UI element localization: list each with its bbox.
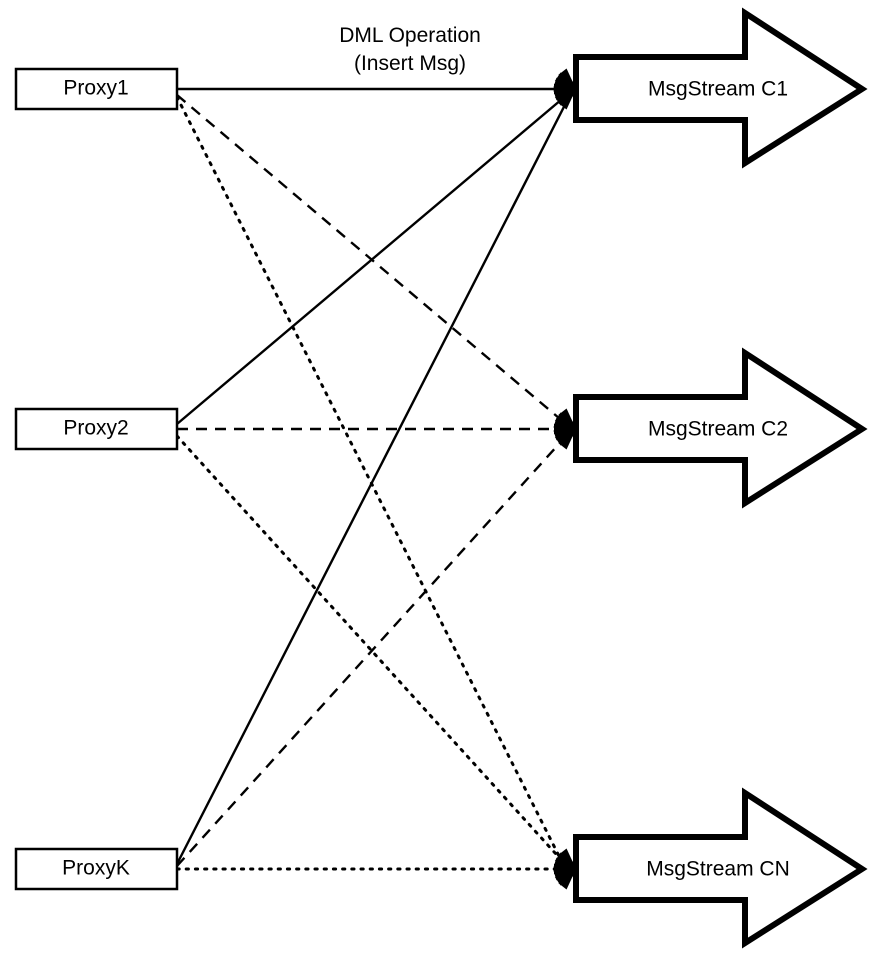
link-proxyK-to-c1 [175, 94, 572, 865]
msgstream-label-c2: MsgStream C2 [648, 418, 788, 441]
arrowhead-core [562, 421, 578, 437]
link-proxy2-to-c1 [176, 93, 569, 425]
proxy-label-proxy2: Proxy2 [63, 417, 128, 440]
edge-caption-line-1: DML Operation [339, 24, 481, 47]
proxy-node-proxyK[interactable]: ProxyK [14, 847, 179, 891]
edge-caption-line-2: (Insert Msg) [354, 52, 466, 75]
msgstream-label-cn: MsgStream CN [646, 858, 790, 881]
arrowhead-core [562, 861, 578, 877]
proxy-box-proxyK [14, 847, 179, 891]
proxy-label-proxyK: ProxyK [62, 857, 130, 880]
arrowheads-layer [553, 68, 578, 890]
msgstream-arrow-shape-c2 [573, 347, 868, 509]
arrowhead-head-c1 [553, 68, 578, 110]
msgstream-label-c1: MsgStream C1 [648, 78, 788, 101]
msgstream-node-cn[interactable]: MsgStream CN [573, 787, 868, 949]
link-proxyK-to-c2 [176, 433, 569, 867]
msgstream-node-c1[interactable]: MsgStream C1 [573, 7, 868, 169]
msgstream-arrow-shape-c1 [573, 7, 868, 169]
proxy-node-proxy1[interactable]: Proxy1 [14, 67, 179, 111]
links-layer [175, 87, 574, 871]
arrowhead-head-cn [553, 848, 578, 890]
arrowhead-core [562, 81, 578, 97]
proxy-box-proxy2 [14, 407, 179, 451]
arrowhead-head-c2 [553, 408, 578, 450]
msgstream-arrow-shape-cn [573, 787, 868, 949]
msgstream-node-c2[interactable]: MsgStream C2 [573, 347, 868, 509]
proxy-box-proxy1 [14, 67, 179, 111]
proxy-label-proxy1: Proxy1 [63, 77, 128, 100]
streams-layer: MsgStream C1 MsgStream C2 MsgStream CN [573, 7, 868, 949]
proxy-node-proxy2[interactable]: Proxy2 [14, 407, 179, 451]
